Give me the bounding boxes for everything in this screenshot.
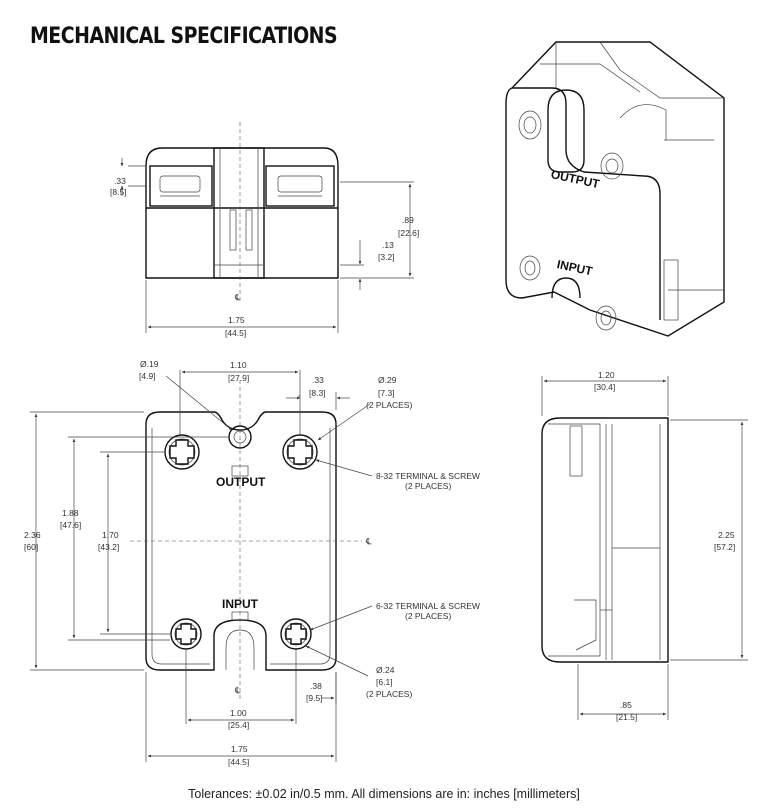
hole-dia-mm: [4.9] — [139, 371, 156, 381]
side-dim-base-in: .13 — [382, 240, 394, 250]
isometric-view: OUTPUT INPUT — [505, 41, 725, 337]
bottom-spacing-mm: [25.4] — [228, 720, 249, 730]
side-centerline-mark: ℄ — [234, 292, 241, 302]
top-terminal-dia-in: Ø.29 — [378, 375, 397, 385]
terminal-offset-mm: [8.3] — [309, 388, 326, 398]
terminal-6-32-label: 6-32 TERMINAL & SCREW — [376, 601, 480, 611]
iso-output-label: OUTPUT — [550, 167, 602, 191]
tolerances-note: Tolerances: ±0.02 in/0.5 mm. All dimensi… — [188, 787, 580, 801]
page-title: MECHANICAL SPECIFICATIONS — [30, 24, 338, 49]
profile-height-mm: [57.2] — [714, 542, 735, 552]
output-label: OUTPUT — [216, 475, 266, 489]
profile-depth-in: 1.20 — [598, 370, 615, 380]
screw-top-right — [282, 434, 318, 470]
screw-bottom-right — [280, 618, 312, 650]
bottom-offset-in: .38 — [310, 681, 322, 691]
width-mm: [44.5] — [228, 757, 249, 767]
height-total-mm: [60] — [24, 542, 38, 552]
bottom-dia-in: Ø.24 — [376, 665, 395, 675]
profile-height-in: 2.25 — [718, 530, 735, 540]
side-dim-height-mm: [22.6] — [398, 228, 419, 238]
width-in: 1.75 — [231, 744, 248, 754]
hole-offset-in: 1.10 — [230, 360, 247, 370]
profile-base-mm: [21.5] — [616, 712, 637, 722]
bottom-places: (2 PLACES) — [366, 689, 412, 699]
top-centerline-bottom: ℄ — [234, 685, 241, 695]
terminal-8-32-label: 8-32 TERMINAL & SCREW — [376, 471, 480, 481]
profile-view: 1.20 [30.4] 2.25 [57.2] .85 [21.5] — [541, 370, 748, 722]
height-mid-mm: [47.6] — [60, 520, 81, 530]
terminal-8-32-places: (2 PLACES) — [405, 481, 451, 491]
hole-dia-in: Ø.19 — [140, 359, 159, 369]
height-total-in: 2.36 — [24, 530, 41, 540]
side-dim-top-in: .33 — [114, 176, 126, 186]
side-dim-width-mm: [44.5] — [225, 328, 246, 338]
bottom-spacing-in: 1.00 — [230, 708, 247, 718]
side-dim-height-in: .89 — [402, 215, 414, 225]
profile-base-in: .85 — [620, 700, 632, 710]
height-terms-in: 1.70 — [102, 530, 119, 540]
bottom-offset-mm: [9.5] — [306, 693, 323, 703]
side-dim-base-mm: [3.2] — [378, 252, 395, 262]
top-centerline-right: ℄ — [365, 536, 372, 546]
top-view: OUTPUT INPUT ℄ ℄ Ø.19 [4.9] 1.10 [27.9] … — [24, 359, 480, 767]
side-dim-top-mm: [8.5] — [110, 187, 127, 197]
top-terminal-places: (2 PLACES) — [366, 400, 412, 410]
terminal-offset-in: .33 — [312, 375, 324, 385]
bottom-dia-mm: [6.1] — [376, 677, 393, 687]
screw-top-left — [164, 434, 200, 470]
terminal-6-32-places: (2 PLACES) — [405, 611, 451, 621]
top-terminal-dia-mm: [7.3] — [378, 388, 395, 398]
input-label: INPUT — [222, 597, 259, 611]
iso-input-label: INPUT — [556, 257, 595, 278]
height-terms-mm: [43.2] — [98, 542, 119, 552]
screw-bottom-left — [170, 618, 202, 650]
profile-depth-mm: [30.4] — [594, 382, 615, 392]
side-view: ℄ .33 [8.5] .89 [22.6] .13 [3.2] 1.75 [4… — [110, 122, 419, 338]
height-mid-in: 1.88 — [62, 508, 79, 518]
hole-offset-mm: [27.9] — [228, 373, 249, 383]
side-dim-width-in: 1.75 — [228, 315, 245, 325]
